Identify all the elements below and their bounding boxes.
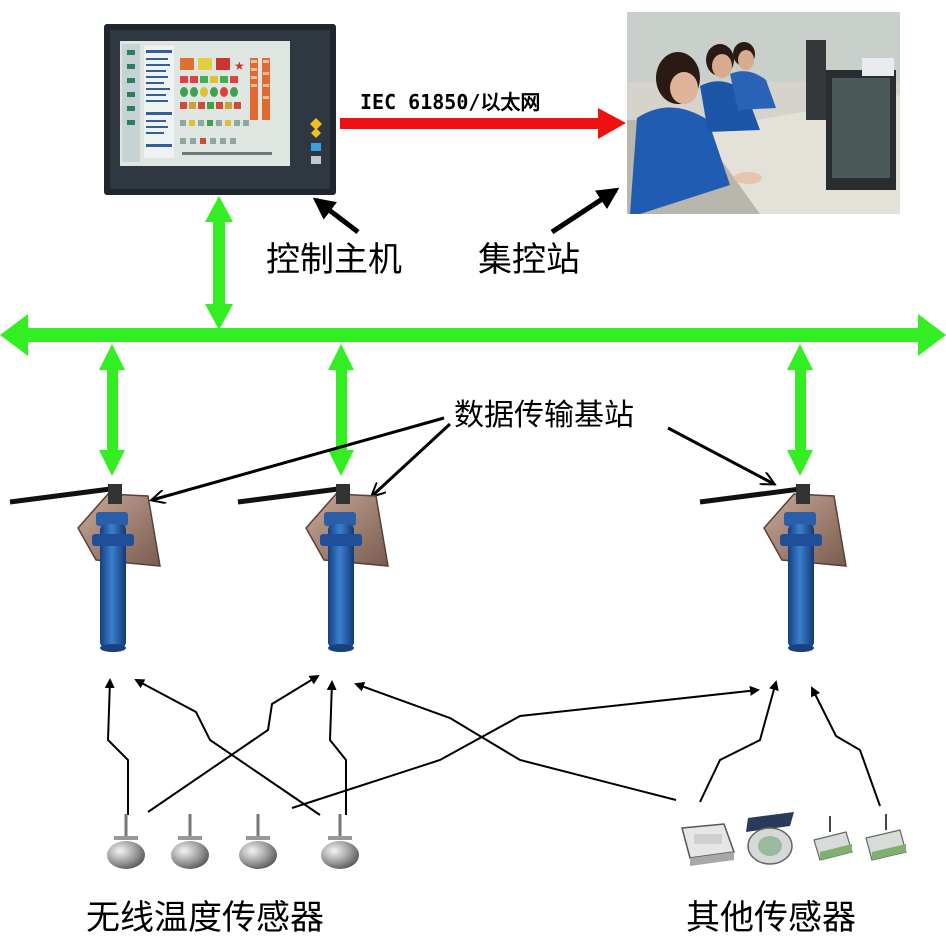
other-sensors-label: 其他传感器 xyxy=(686,898,856,938)
host-bus-link xyxy=(205,196,233,330)
station-callout-arrow xyxy=(550,187,620,235)
base-station-callout-3 xyxy=(667,426,774,484)
wireless-link-s4-bs1 xyxy=(134,679,321,816)
other-sensor-1-icon xyxy=(681,823,736,866)
wireless-link-o1-bs3 xyxy=(699,680,779,803)
protocol-label: IEC 61850/以太网 xyxy=(360,90,541,114)
wireless-links xyxy=(104,674,881,816)
control-host-monitor-icon: ★ xyxy=(104,24,336,195)
wireless-link-s4-bs3 xyxy=(291,685,760,809)
host-callout-arrow xyxy=(312,197,360,234)
other-sensor-3-icon xyxy=(813,816,853,861)
other-sensor-4-icon xyxy=(865,814,907,861)
protocol-arrow xyxy=(340,108,626,139)
wireless-link-s1-bs1 xyxy=(104,678,129,815)
base-station-callout-1 xyxy=(152,416,445,500)
bus-station-link-3 xyxy=(787,344,813,476)
base-station-2-icon xyxy=(237,484,389,652)
central-station-label: 集控站 xyxy=(478,240,580,280)
wireless-link-o1-bs2 xyxy=(354,682,677,801)
temp-sensor-4-icon xyxy=(321,814,359,869)
bus-station-link-2 xyxy=(328,344,354,476)
temp-sensor-1-icon xyxy=(107,814,145,869)
base-station-1-icon xyxy=(9,484,161,652)
temp-sensors-label: 无线温度传感器 xyxy=(86,898,324,938)
central-station-photo-icon xyxy=(627,12,900,214)
bus-station-link-1 xyxy=(99,344,125,476)
wireless-link-s1-bs2 xyxy=(147,674,320,813)
temp-sensor-3-icon xyxy=(239,814,277,869)
temp-sensor-2-icon xyxy=(171,814,209,869)
ethernet-bus xyxy=(0,314,946,356)
base-station-label: 数据传输基站 xyxy=(454,398,634,433)
wireless-link-s4-bs2 xyxy=(326,680,347,815)
control-host-label: 控制主机 xyxy=(266,240,402,280)
svg-text:★: ★ xyxy=(234,59,245,73)
wireless-link-o4-bs3 xyxy=(811,686,881,807)
base-station-callout-2 xyxy=(372,422,452,496)
base-station-3-icon xyxy=(699,484,847,652)
other-sensor-2-icon xyxy=(746,812,794,865)
